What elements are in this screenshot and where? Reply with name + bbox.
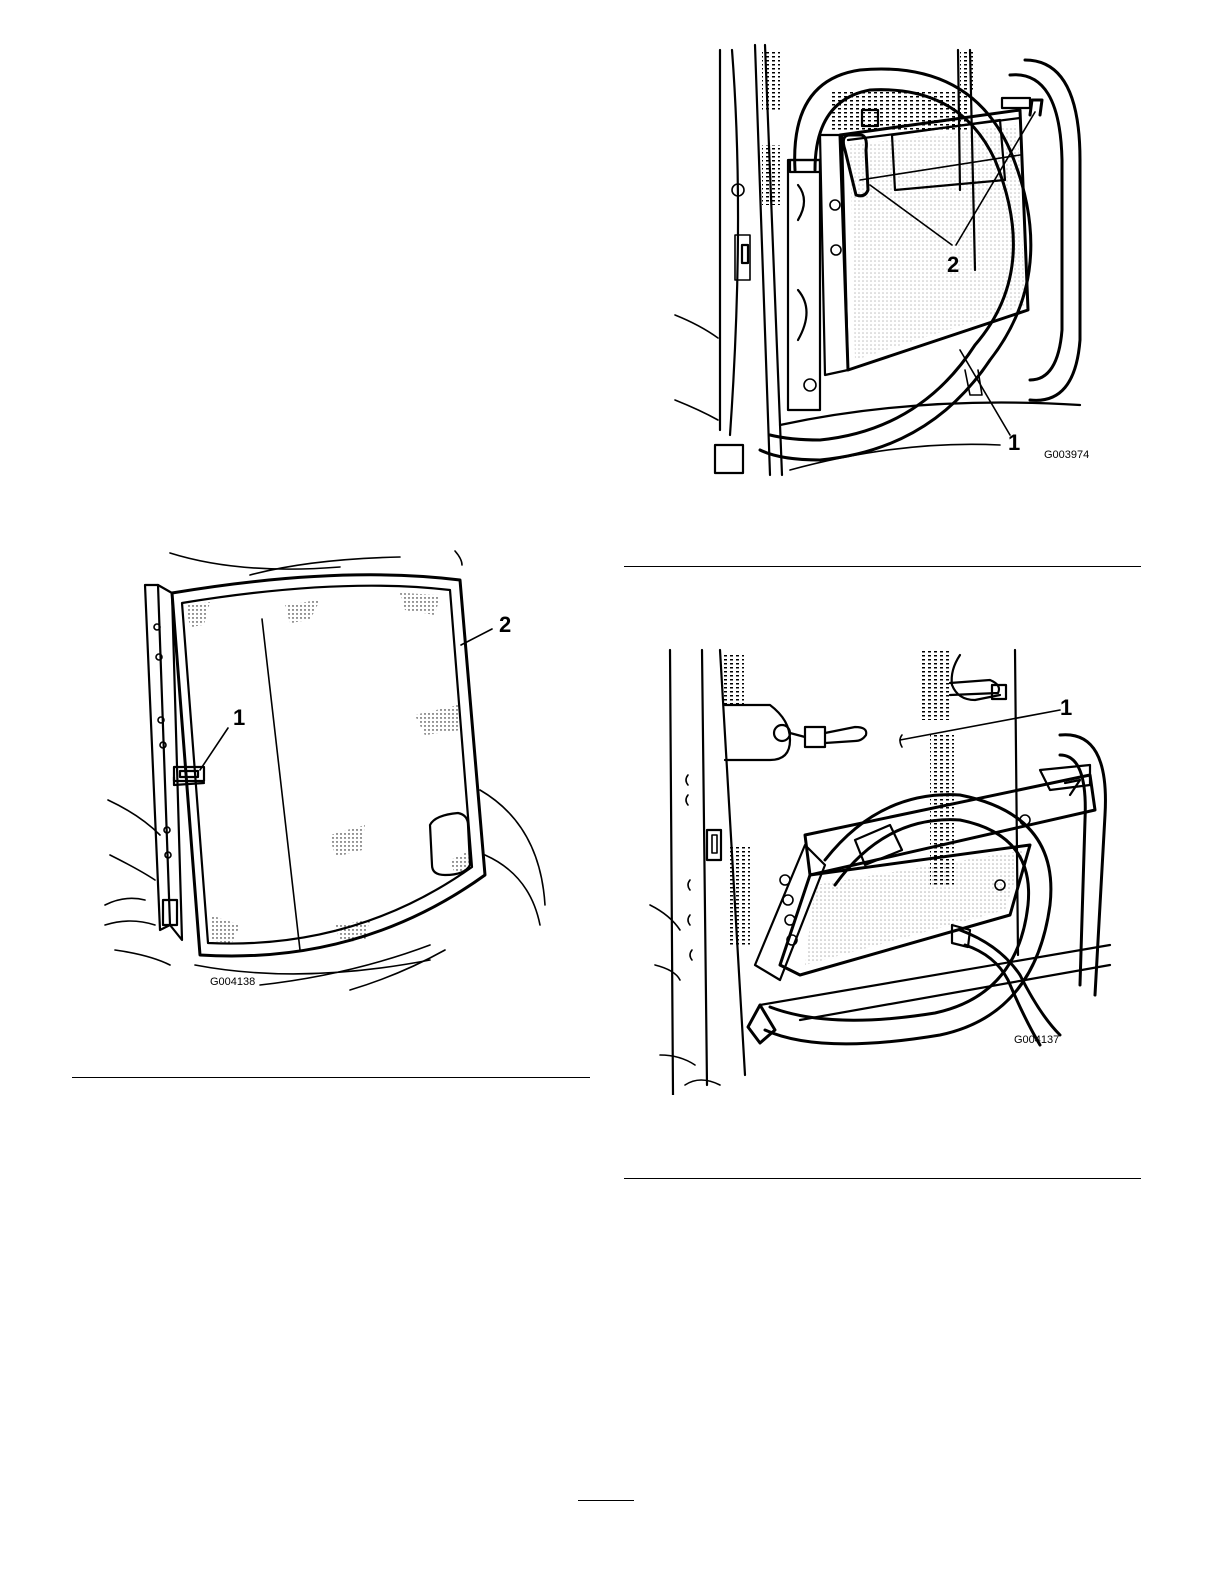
cooler-tilted-illustration: 1 G004137 <box>640 635 1120 1095</box>
figure-top-right-rule <box>624 566 1141 567</box>
figure-bottom-right: 1 G004137 <box>640 635 1120 1095</box>
figure-left-rule <box>72 1077 590 1078</box>
image-code: G004138 <box>210 976 255 988</box>
page-number-rule <box>578 1500 634 1501</box>
callout-1: 1 <box>1060 695 1072 720</box>
cabinet-door-illustration: 1 2 G004138 <box>100 545 570 995</box>
callout-2: 2 <box>947 252 959 277</box>
oil-cooler-illustration: 2 1 G003974 <box>670 40 1110 480</box>
callout-1: 1 <box>233 705 245 730</box>
callout-2: 2 <box>499 612 511 637</box>
callout-1: 1 <box>1008 430 1020 455</box>
figure-left: 1 2 G004138 <box>100 545 570 995</box>
image-code: G004137 <box>1014 1034 1059 1046</box>
figure-bottom-right-rule <box>624 1178 1141 1179</box>
figure-top-right: 2 1 G003974 <box>670 40 1110 480</box>
image-code: G003974 <box>1044 449 1089 461</box>
